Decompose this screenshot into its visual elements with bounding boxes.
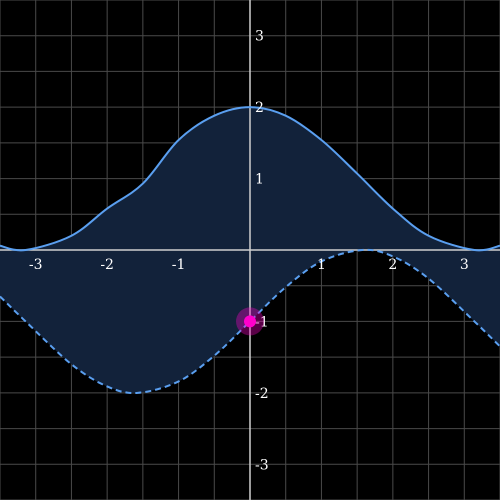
x-tick-label: -2	[100, 257, 114, 273]
y-tick-label: -3	[255, 457, 269, 473]
y-tick-label: -2	[255, 386, 269, 402]
x-tick-label: 3	[460, 257, 469, 273]
y-tick-label: 2	[255, 100, 264, 116]
y-tick-label: 1	[255, 172, 264, 188]
x-tick-label: -1	[172, 257, 186, 273]
y-tick-label: -1	[255, 314, 269, 330]
y-tick-label: 3	[255, 29, 264, 45]
x-tick-label: 1	[317, 257, 326, 273]
highlight-point[interactable]	[244, 315, 256, 328]
highlight-point-group[interactable]	[236, 307, 264, 336]
series-dashed-curve	[0, 248, 500, 395]
x-tick-label: -3	[29, 257, 43, 273]
series-solid-curve	[0, 106, 500, 252]
x-tick-label: 2	[388, 257, 397, 273]
tick-labels: -3 -2 -1 1 2 3 -3 -2 -1 1 2 3	[29, 29, 469, 474]
